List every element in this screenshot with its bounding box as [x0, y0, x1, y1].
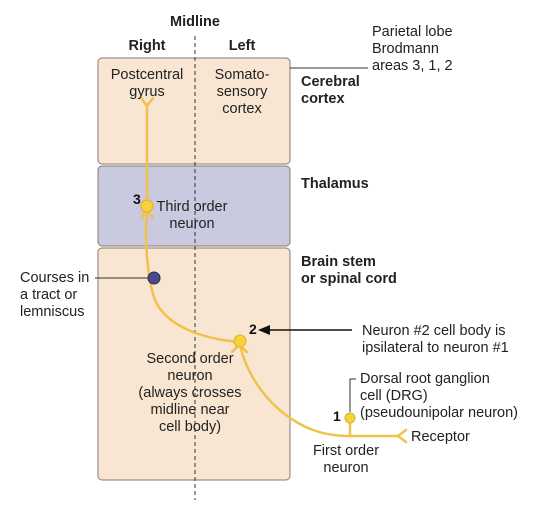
second-order-number: 2	[249, 321, 257, 337]
neuron2-arrowhead	[258, 325, 270, 335]
parietal-label-line2: Brodmann	[372, 41, 439, 57]
first-order-number: 1	[333, 408, 341, 424]
second-order-label-line4: midline near	[151, 402, 230, 418]
tract-dot	[147, 271, 161, 285]
receptor-label: Receptor	[411, 429, 470, 445]
third-order-cell-body	[140, 199, 154, 213]
cortex-terminal-fork	[139, 96, 155, 109]
second-order-label-line5: cell body)	[159, 419, 221, 435]
somatosensory-label-line1: Somato-	[215, 67, 270, 83]
drg-note-line3: (pseudounipolar neuron)	[360, 405, 518, 421]
tract-label-line2: a tract or	[20, 287, 77, 303]
parietal-label-line3: areas 3, 1, 2	[372, 58, 453, 74]
drg-leader-line	[349, 378, 356, 412]
brainstem-title-line2: or spinal cord	[301, 271, 397, 287]
cerebral-cortex-title-line1: Cerebral	[301, 74, 360, 90]
drg-note-line1: Dorsal root ganglion	[360, 371, 490, 387]
postcentral-label-line1: Postcentral	[111, 67, 184, 83]
parietal-label-line1: Parietal lobe	[372, 24, 453, 40]
somatosensory-label-line3: cortex	[222, 101, 262, 117]
brainstem-region	[97, 247, 291, 481]
third-order-number: 3	[133, 191, 141, 207]
midline-label: Midline	[170, 14, 220, 30]
thalamus-title: Thalamus	[301, 176, 369, 192]
drg-note-line2: cell (DRG)	[360, 388, 428, 404]
second-order-label-line2: neuron	[167, 368, 212, 384]
second-order-label-line1: Second order	[146, 351, 233, 367]
first-order-label-line2: neuron	[323, 460, 368, 476]
cerebral-cortex-title-line2: cortex	[301, 91, 345, 107]
second-order-cell-body	[233, 334, 247, 348]
first-order-label-line1: First order	[313, 443, 379, 459]
right-side-label: Right	[128, 38, 165, 54]
left-side-label: Left	[229, 38, 256, 54]
neuron2-note-line1: Neuron #2 cell body is	[362, 323, 505, 339]
tract-label-line3: lemniscus	[20, 304, 84, 320]
neuron2-note-line2: ipsilateral to neuron #1	[362, 340, 509, 356]
second-order-axon	[144, 206, 242, 344]
second-order-label-line3: (always crosses	[138, 385, 241, 401]
tract-label-line1: Courses in	[20, 270, 89, 286]
third-order-label-line1: Third order	[157, 199, 228, 215]
receptor-fork	[395, 428, 408, 444]
somatosensory-label-line2: sensory	[217, 84, 269, 100]
third-order-label-line2: neuron	[169, 216, 214, 232]
brainstem-title-line1: Brain stem	[301, 254, 376, 270]
drg-cell-body	[344, 412, 356, 424]
first-order-axon	[238, 342, 400, 438]
postcentral-label-line2: gyrus	[129, 84, 164, 100]
